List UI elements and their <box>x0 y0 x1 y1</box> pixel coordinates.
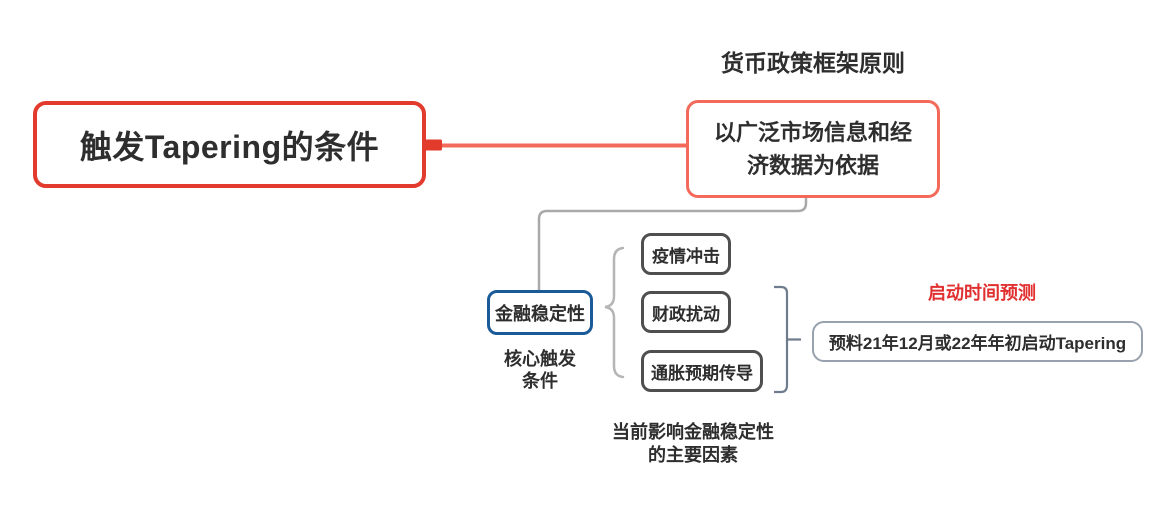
stability-node[interactable]: 金融稳定性 <box>487 290 593 335</box>
factor-node-fiscal-disturbance[interactable]: 财政扰动 <box>641 291 731 333</box>
factor-node-inflation-expectation[interactable]: 通胀预期传导 <box>641 350 763 392</box>
prediction-node[interactable]: 预料21年12月或22年年初启动Tapering <box>812 321 1143 362</box>
summary-bracket <box>774 285 801 394</box>
branch-handle <box>424 139 442 151</box>
framework-node[interactable]: 以广泛市场信息和经 济数据为依据 <box>686 100 940 198</box>
stability-caption[interactable]: 核心触发 条件 <box>504 348 576 392</box>
prediction-label[interactable]: 启动时间预测 <box>928 283 1036 303</box>
factors-caption[interactable]: 当前影响金融稳定性 的主要因素 <box>612 421 774 465</box>
items-curly-brace <box>604 246 625 379</box>
framework-label[interactable]: 货币政策框架原则 <box>721 50 905 76</box>
factor-node-pandemic-shock[interactable]: 疫情冲击 <box>641 233 731 275</box>
root-node[interactable]: 触发Tapering的条件 <box>33 101 426 188</box>
